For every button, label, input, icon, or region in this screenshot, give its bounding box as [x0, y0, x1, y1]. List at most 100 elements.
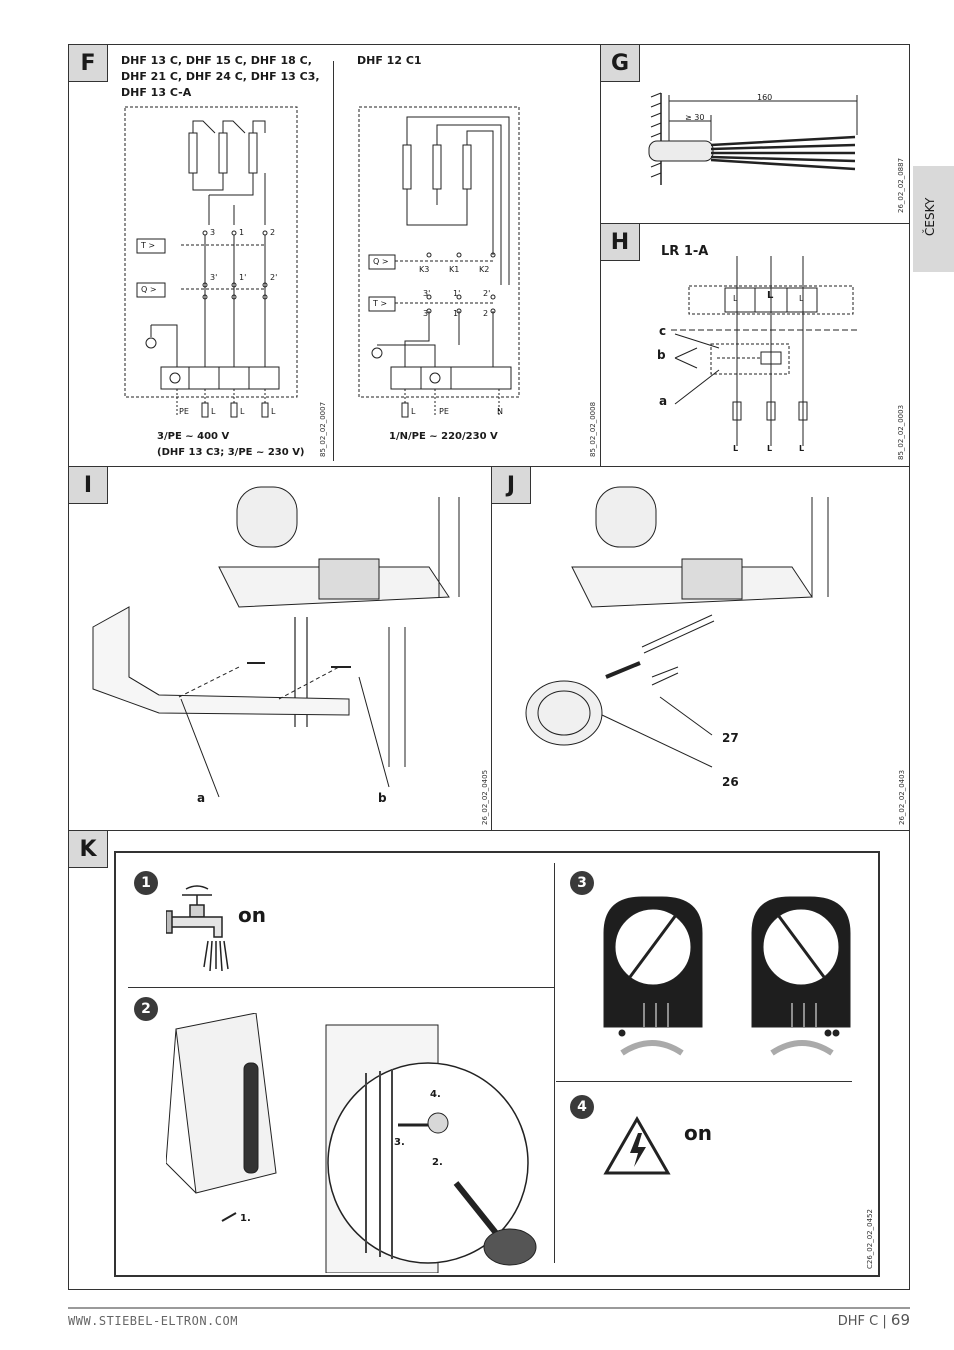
- label-b: b: [657, 348, 666, 362]
- cable-strip-diagram: [648, 92, 858, 185]
- panel-f-models-1ph: DHF 12 C1: [357, 54, 422, 67]
- contact-k3: K3: [419, 265, 430, 274]
- dim-total: 160: [757, 93, 773, 102]
- figure-code-f-right: 85_02_02_0008: [589, 401, 597, 457]
- phase-label-bottom-1: L: [733, 444, 739, 453]
- callout-27: 27: [722, 731, 739, 745]
- panel-f-models-3ph: DHF 13 C, DHF 15 C, DHF 18 C, DHF 21 C, …: [121, 54, 320, 99]
- step-badge-4: 4: [570, 1095, 594, 1119]
- figure-code-f-left: 85_02_02_0007: [319, 401, 327, 457]
- symbol-t-3ph: T >: [141, 241, 156, 250]
- contact-3: 3: [210, 228, 216, 237]
- on-label-water: on: [238, 903, 266, 927]
- contact-2-prime: 2': [270, 273, 278, 282]
- callout-26: 26: [722, 775, 739, 789]
- phase-label-top-2: L: [767, 290, 774, 301]
- step-badge-1: 1: [134, 871, 158, 895]
- footer-separator: |: [882, 1314, 891, 1329]
- panel-f-divider: [333, 61, 334, 461]
- contact-1ph-2-prime: 2': [483, 289, 491, 298]
- terminal-l-1ph: L: [411, 407, 416, 416]
- footer-page-info: DHF C | 69: [838, 1311, 910, 1329]
- language-tab-label: ČESKY: [923, 197, 937, 236]
- panel-h-title: LR 1-A: [661, 244, 709, 259]
- contact-1ph-3: 3: [423, 309, 429, 318]
- panel-k-frame: 1 2 3 4 on: [114, 851, 880, 1277]
- panel-i-letter: I: [69, 467, 108, 504]
- housing-3ph: [124, 106, 298, 398]
- load-relay-diagram: [671, 256, 857, 446]
- figure-code-h: 85_02_02_0003: [897, 404, 905, 460]
- contact-1ph-1: 1: [453, 309, 459, 318]
- contact-3-prime: 3': [210, 273, 218, 282]
- contact-1ph-3-prime: 3': [423, 289, 431, 298]
- phase-label-top-3: L: [799, 294, 804, 303]
- heater-element-1: [188, 132, 198, 174]
- knob-mounting-illustration: [525, 486, 829, 768]
- panel-h-letter: H: [601, 224, 640, 261]
- language-tab: ČESKY: [913, 166, 954, 272]
- label-a: a: [659, 394, 668, 408]
- wiring-diagrams: [124, 106, 520, 418]
- contact-2: 2: [270, 228, 276, 237]
- housing-1ph: [358, 106, 520, 398]
- panel-i: I a b 26_02_02_0405: [68, 466, 492, 831]
- terminal-pe-3ph: PE: [179, 407, 189, 416]
- label-c: c: [659, 324, 667, 338]
- heater-element-3: [248, 132, 258, 174]
- figure-code-k: C26_02_02_0452: [866, 1209, 874, 1269]
- substep-2: 2.: [432, 1157, 443, 1168]
- panel-f: F DHF 13 C, DHF 15 C, DHF 18 C, DHF 21 C…: [68, 44, 601, 467]
- terminal-l1-3ph: L: [211, 407, 216, 416]
- temperature-selector-illustration: [603, 896, 851, 1056]
- step-badge-2: 2: [134, 997, 158, 1021]
- contact-1-prime: 1': [239, 273, 247, 282]
- terminal-n-1ph: N: [497, 407, 503, 416]
- panel-f-letter: F: [69, 45, 108, 82]
- callout-b: b: [378, 791, 387, 805]
- faucet-icon: [166, 885, 229, 972]
- heater-element-2: [218, 132, 228, 174]
- footer-url[interactable]: WWW.STIEBEL-ELTRON.COM: [68, 1314, 238, 1328]
- footer-page-number: 69: [890, 1311, 910, 1329]
- footer-product: DHF C: [837, 1314, 879, 1329]
- voltage-1ph: 1/N/PE ~ 220/230 V: [389, 431, 498, 442]
- symbol-q-1ph: Q >: [373, 257, 389, 266]
- contact-k1: K1: [449, 265, 460, 274]
- cover-removal-illustration: [166, 1013, 537, 1273]
- panel-g-letter: G: [601, 45, 640, 82]
- substep-1: 1.: [240, 1213, 251, 1224]
- symbol-q-3ph: Q >: [141, 285, 157, 294]
- panel-j-letter: J: [492, 467, 531, 504]
- panel-k-divider-h-left: [128, 987, 554, 988]
- contact-1ph-2: 2: [483, 309, 489, 318]
- terminal-pe-1ph: PE: [439, 407, 449, 416]
- figure-code-i: 26_02_02_0405: [481, 769, 489, 825]
- contact-1ph-1-prime: 1': [453, 289, 461, 298]
- panel-k-divider-h-right: [556, 1081, 852, 1082]
- contact-k2: K2: [479, 265, 490, 274]
- high-voltage-warning-icon: [603, 1115, 671, 1175]
- terminal-l2-3ph: L: [240, 407, 245, 416]
- dim-strip: ≥ 30: [685, 113, 705, 122]
- panel-g: G 160 ≥ 30 26_02_02_0887: [600, 44, 910, 224]
- cover-mounting-illustration: [92, 486, 460, 798]
- substep-4: 4.: [430, 1089, 441, 1100]
- phase-label-bottom-3: L: [799, 444, 805, 453]
- panel-k-divider-v: [554, 863, 555, 1263]
- contact-1: 1: [239, 228, 245, 237]
- panel-k-letter: K: [69, 831, 108, 868]
- step-badge-3: 3: [570, 871, 594, 895]
- terminal-l3-3ph: L: [271, 407, 276, 416]
- callout-a: a: [197, 791, 206, 805]
- panel-j: J 27 26 26_02_02_0403: [491, 466, 910, 831]
- phase-label-top-1: L: [733, 294, 738, 303]
- figure-code-g: 26_02_02_0887: [897, 157, 905, 213]
- substep-3: 3.: [394, 1137, 405, 1148]
- phase-label-bottom-2: L: [767, 444, 773, 453]
- panel-h: H LR 1-A c b a L L L L L L 85_02_02_0003: [600, 223, 910, 467]
- voltage-3ph: 3/PE ~ 400 V (DHF 13 C3; 3/PE ~ 230 V): [157, 431, 305, 458]
- footer-rule: [68, 1307, 910, 1309]
- panel-k: K 1 2 3 4 on: [68, 830, 910, 1290]
- on-label-power: on: [684, 1121, 712, 1145]
